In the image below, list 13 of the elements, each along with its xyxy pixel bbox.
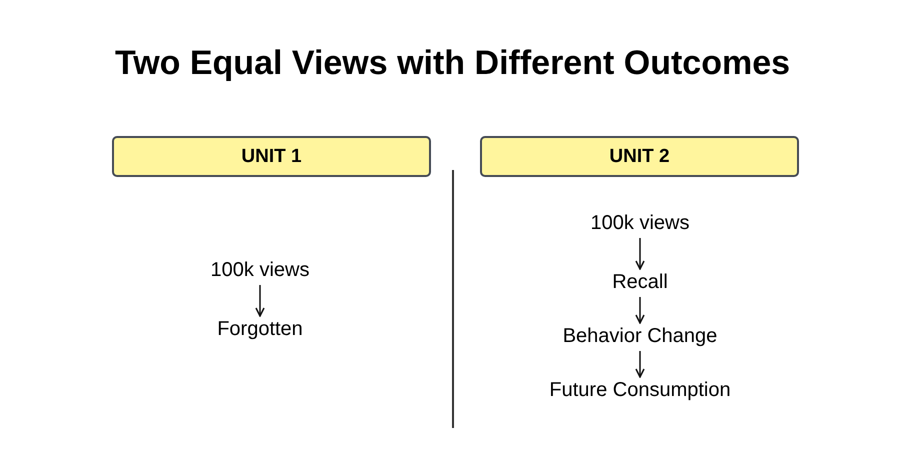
flow-step-text: 100k views (210, 258, 310, 282)
flow-step-text: Future Consumption (549, 378, 731, 402)
diagram-title: Two Equal Views with Different Outcomes (114, 44, 790, 83)
arrow (635, 351, 645, 378)
unit-header-box: UNIT 1 (112, 136, 431, 177)
arrow (635, 297, 645, 324)
flow-step-text: Forgotten (217, 317, 303, 341)
arrow (635, 238, 645, 270)
flow-step-text: Behavior Change (562, 324, 718, 348)
unit-header-box: UNIT 2 (480, 136, 799, 177)
arrow (255, 285, 265, 317)
flow-step-text: Recall (612, 270, 668, 294)
flow-step-text: 100k views (590, 211, 690, 235)
